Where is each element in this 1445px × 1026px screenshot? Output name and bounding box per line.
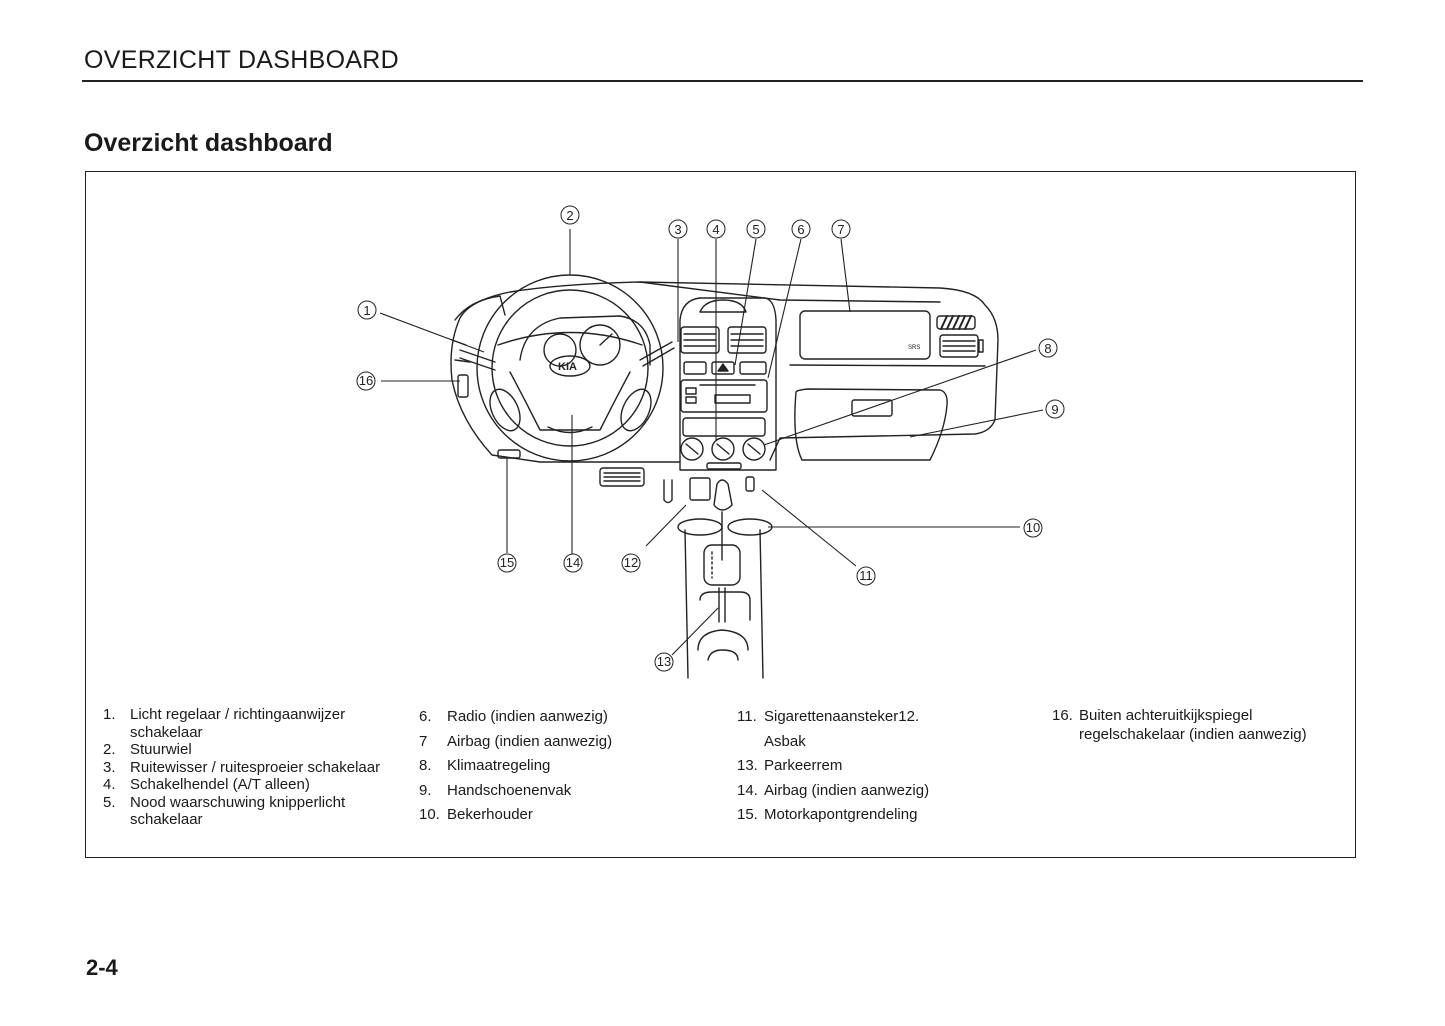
svg-text:13: 13 — [657, 654, 671, 669]
legend-item: 11.Sigarettenaansteker12. Asbak — [737, 708, 920, 750]
gear-lever — [713, 479, 733, 561]
legend-item: 6.Radio (indien aanwezig) — [419, 708, 608, 725]
center-console — [684, 529, 764, 679]
glovebox — [794, 388, 948, 461]
legend-item: 14.Airbag (indien aanwezig) — [737, 781, 930, 799]
callout-14: 14 — [563, 553, 583, 573]
cigarette-lighter — [745, 476, 755, 492]
ashtray — [689, 477, 711, 501]
legend-item: 15.Motorkapontgrendeling — [737, 806, 918, 823]
dash-top-line — [639, 281, 941, 303]
legend-item: 8.Klimaatregeling — [419, 757, 551, 774]
svg-text:3: 3 — [674, 222, 681, 237]
legend-item: 16.Buiten achteruitkijkspiegel regelscha… — [1052, 707, 1307, 743]
legend-item: 1.Licht regelaar / richtingaanwijzer sch… — [103, 706, 346, 741]
svg-text:4: 4 — [712, 222, 719, 237]
left-center-vent — [680, 326, 720, 354]
climate-knob-right — [742, 437, 766, 461]
callout-9: 9 — [1045, 399, 1065, 419]
parking-brake — [718, 587, 726, 623]
figure-frame — [85, 171, 1356, 858]
climate-knob-left — [680, 437, 704, 461]
svg-text:10: 10 — [1026, 520, 1040, 535]
callout-1: 1 — [357, 300, 377, 320]
callout-4: 4 — [706, 219, 726, 239]
page-heading: Overzicht dashboard — [84, 129, 333, 157]
callout-6: 6 — [791, 219, 811, 239]
kia-logo: KIA — [558, 361, 577, 373]
callout-15: 15 — [497, 553, 517, 573]
climate-knob-mid — [711, 437, 735, 461]
callout-10: 10 — [1023, 518, 1043, 538]
center-clock — [699, 299, 747, 313]
dash-mid-line — [789, 364, 986, 367]
hazard-switch — [711, 361, 735, 375]
svg-text:1: 1 — [363, 303, 370, 318]
svg-text:5: 5 — [752, 222, 759, 237]
callout-11: 11 — [856, 566, 876, 586]
svg-text:7: 7 — [837, 222, 844, 237]
right-stalk — [639, 341, 675, 367]
section-title: OVERZICHT DASHBOARD — [84, 46, 400, 74]
right-center-vent — [727, 326, 767, 354]
svg-text:14: 14 — [566, 555, 580, 570]
svg-text:6: 6 — [797, 222, 804, 237]
radio-unit — [680, 379, 768, 413]
legend-item: 3.Ruitewisser / ruitesproeier schakelaar — [103, 758, 381, 776]
left-stalk — [459, 349, 496, 371]
legend-column-1: 1.Licht regelaar / richtingaanwijzer sch… — [103, 706, 403, 829]
right-air-vent — [939, 334, 979, 358]
svg-text:16: 16 — [359, 373, 373, 388]
callout-12: 12 — [621, 553, 641, 573]
legend-item: 9.Handschoenenvak — [419, 781, 572, 799]
svg-text:9: 9 — [1051, 402, 1058, 417]
passenger-airbag-panel — [799, 310, 931, 360]
svg-text:2: 2 — [566, 208, 573, 223]
srs-label: SRS — [908, 345, 920, 351]
pedal — [599, 467, 645, 487]
svg-text:15: 15 — [500, 555, 514, 570]
callout-2: 2 — [560, 205, 580, 225]
title-rule — [82, 80, 1363, 82]
hatched-panel — [936, 315, 976, 330]
legend-item: 4.Schakelhendel (A/T alleen) — [103, 776, 310, 793]
callout-16: 16 — [356, 371, 376, 391]
center-stack — [679, 297, 777, 471]
legend-item: 10.Bekerhouder — [419, 806, 533, 823]
steering-wheel-hub — [497, 331, 643, 431]
callout-8: 8 — [1038, 338, 1058, 358]
page-number: 2-4 — [86, 955, 118, 980]
callout-3: 3 — [668, 219, 688, 239]
hood-release — [497, 449, 521, 459]
legend-item: 5.Nood waarschuwing knipperlicht schakel… — [103, 793, 346, 829]
legend-column-3: 11.Sigarettenaansteker12. Asbak 13.Parke… — [737, 705, 1037, 828]
svg-text:12: 12 — [624, 555, 638, 570]
callouts: 2 1 16 3 4 5 6 7 8 9 10 11 12 13 14 15 — [356, 205, 1065, 672]
callout-7: 7 — [831, 219, 851, 239]
dashboard-outline — [450, 281, 999, 463]
svg-text:8: 8 — [1044, 341, 1051, 356]
callout-5: 5 — [746, 219, 766, 239]
legend-item: 2.Stuurwiel — [103, 741, 192, 758]
cup-holder-left — [677, 518, 723, 536]
instrument-cluster — [519, 315, 651, 366]
legend-item: 13.Parkeerrem — [737, 757, 843, 774]
glovebox-handle — [851, 399, 893, 417]
mirror-switch — [457, 374, 469, 398]
callout-13: 13 — [654, 652, 674, 672]
legend-column-4: 16.Buiten achteruitkijkspiegel regelscha… — [1052, 706, 1352, 744]
svg-text:11: 11 — [859, 568, 873, 583]
